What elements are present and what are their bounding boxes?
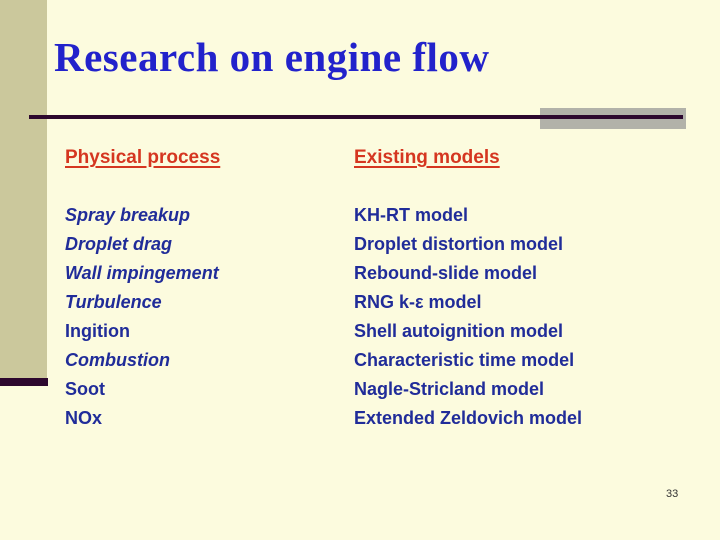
list-item: KH-RT model [354, 205, 468, 225]
slide-title: Research on engine flow [54, 34, 490, 80]
list-item: Shell autoignition model [354, 321, 563, 341]
list-item: Ingition [65, 321, 130, 341]
list-item: NOx [65, 408, 103, 428]
list-item: Wall impingement [65, 263, 219, 283]
list-item: Rebound-slide model [354, 263, 538, 283]
title-divider-line [29, 115, 683, 119]
list-item: Droplet distortion model [354, 234, 563, 254]
column-header-existing-models: Existing models [354, 147, 500, 168]
left-accent-line [0, 378, 48, 386]
list-item: Nagle-Stricland model [354, 379, 545, 399]
page-number: 33 [666, 488, 679, 500]
list-item: Extended Zeldovich model [354, 408, 583, 428]
list-item: Turbulence [65, 292, 162, 312]
list-item: RNG k-ε model [354, 292, 482, 312]
left-accent-bar [0, 0, 47, 378]
list-item: Combustion [65, 350, 170, 370]
list-item: Spray breakup [65, 205, 191, 225]
list-item: Droplet drag [65, 234, 173, 254]
list-item: Soot [65, 379, 105, 399]
list-item: Characteristic time model [354, 350, 575, 370]
column-header-physical-process: Physical process [65, 147, 221, 168]
